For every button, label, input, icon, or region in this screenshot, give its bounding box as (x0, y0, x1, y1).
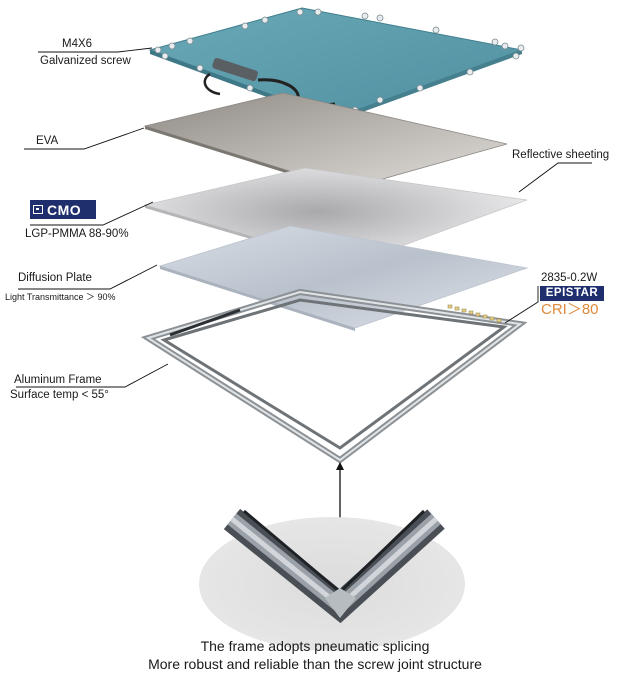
cmo-logo: CMO (30, 200, 96, 219)
cri-label: CRI＞80 (541, 301, 599, 318)
diffusion-plate-layer (158, 225, 529, 331)
diffusion-plate-label: Diffusion Plate (18, 272, 92, 284)
backplate-layer (148, 7, 525, 122)
led-spec-label: 2835-0.2W (541, 272, 598, 284)
screw-size-label: M4X6 (62, 38, 93, 50)
caption-line-2: More robust and reliable than the screw … (148, 656, 482, 672)
light-transmittance-label: Light Transmittance ＞ 90% (5, 292, 116, 302)
screw-type-label: Galvanized screw (40, 55, 131, 67)
led-strip (447, 304, 502, 323)
cmo-logo-icon (33, 205, 43, 214)
eva-label: EVA (36, 135, 59, 147)
reflective-sheeting-label: Reflective sheeting (512, 149, 610, 161)
leader-lines (16, 47, 592, 388)
surface-temp-label: Surface temp < 55° (10, 389, 109, 401)
epistar-logo: EPISTAR (540, 286, 604, 301)
caption-line-1: The frame adopts pneumatic splicing (200, 638, 430, 654)
aluminum-frame (140, 288, 528, 464)
corner-detail (199, 508, 465, 651)
cmo-brand-text: CMO (47, 201, 82, 218)
lgp-label: LGP-PMMA 88-90% (25, 228, 129, 240)
aluminum-frame-label: Aluminum Frame (14, 374, 102, 386)
